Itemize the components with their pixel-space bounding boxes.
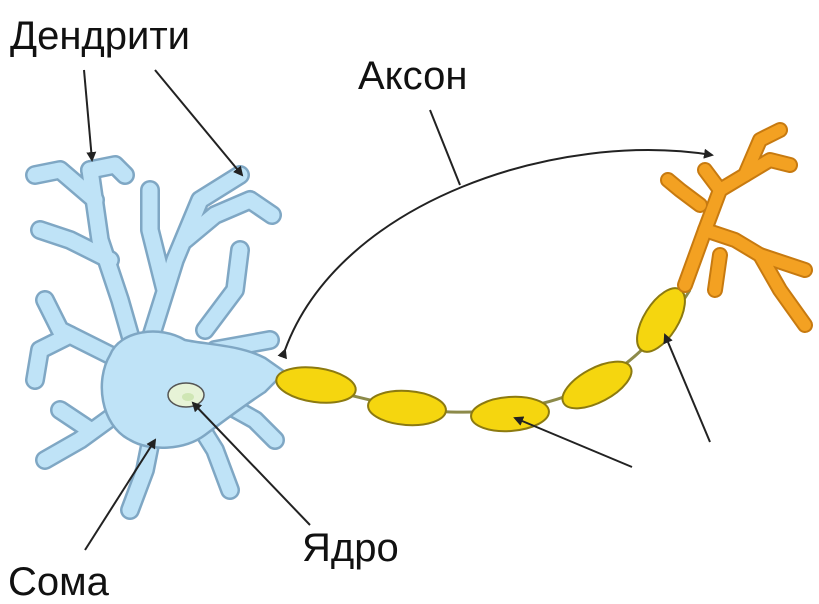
myelin-segment	[367, 388, 447, 427]
axon-label-pointer	[430, 110, 460, 185]
dendrites-pointer-left	[84, 70, 92, 160]
axon-label: Аксон	[358, 56, 467, 96]
myelin-sheath	[274, 280, 694, 433]
nucleolus-shape	[182, 393, 194, 401]
terminal-pointer	[665, 335, 710, 442]
dendrites-label: Дендрити	[10, 16, 190, 56]
nucleus-label: Ядро	[302, 528, 399, 568]
pointer-lines	[84, 70, 712, 550]
dendrites-pointer-right	[155, 70, 242, 175]
soma-label: Сома	[8, 562, 109, 602]
myelin-segment	[274, 363, 358, 408]
axon-terminals	[668, 130, 805, 325]
myelin-pointer	[515, 418, 632, 467]
